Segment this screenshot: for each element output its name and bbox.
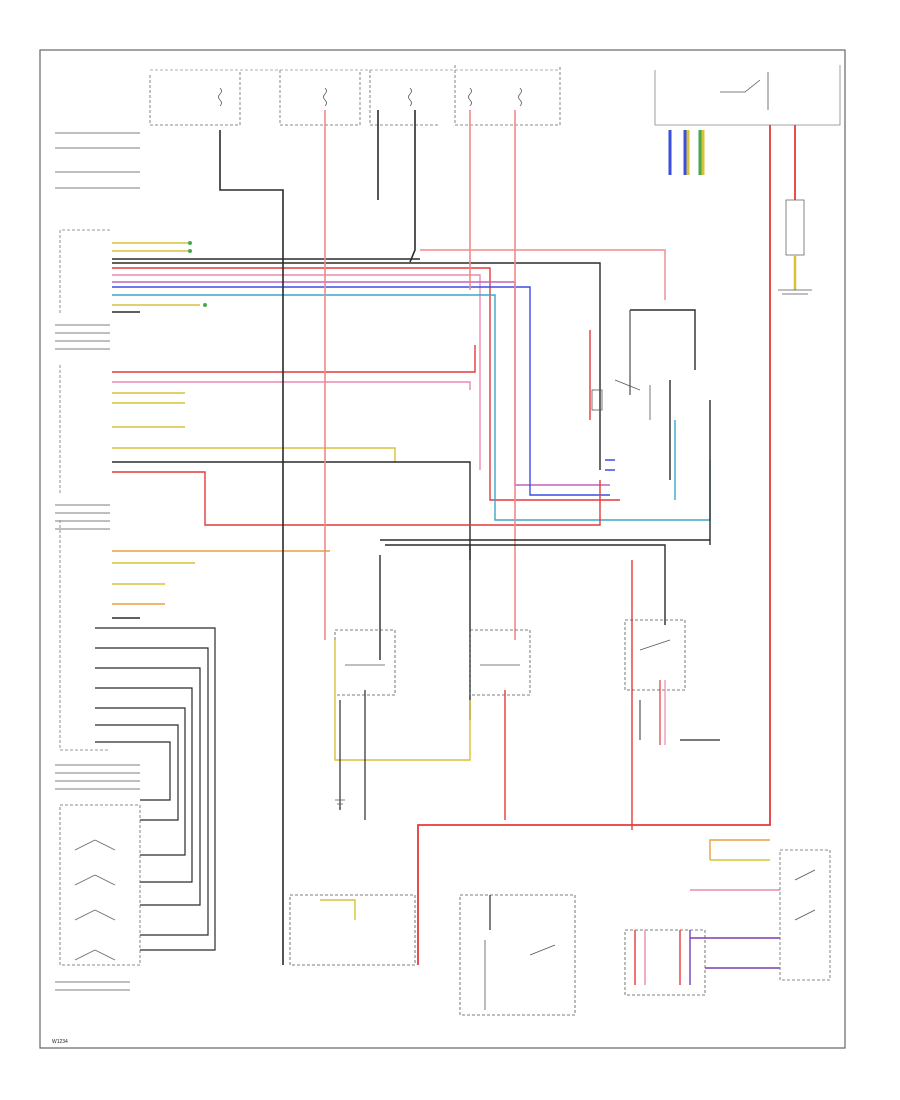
ecu-labels (55, 324, 110, 530)
ground-symbols (335, 289, 812, 809)
ecu-left (59, 229, 110, 751)
relay-switches-upper (591, 379, 651, 420)
switch-labels (55, 764, 140, 991)
fuse-feeds (219, 110, 516, 965)
fuse-box-top (149, 65, 841, 126)
harness-lower (112, 550, 330, 619)
harness-middle (112, 345, 601, 560)
battery-feed (417, 125, 805, 965)
harness-upper (112, 242, 711, 521)
legend-top-left (55, 132, 140, 189)
mode-selector-switch (59, 804, 141, 966)
diagram-code: W1234 (52, 1039, 68, 1045)
relay-pair-lower (334, 629, 531, 820)
relay-lower-right (624, 619, 720, 745)
switch-stack-wires (95, 627, 216, 951)
bottom-modules (289, 894, 706, 1016)
diagram-frame (39, 49, 846, 1049)
right-lower-switch (690, 839, 831, 981)
fuse-symbols (218, 72, 769, 110)
relay-cluster-upper (420, 249, 711, 545)
connector-markers-upper (188, 241, 207, 307)
top-right-module-wires (668, 130, 705, 175)
